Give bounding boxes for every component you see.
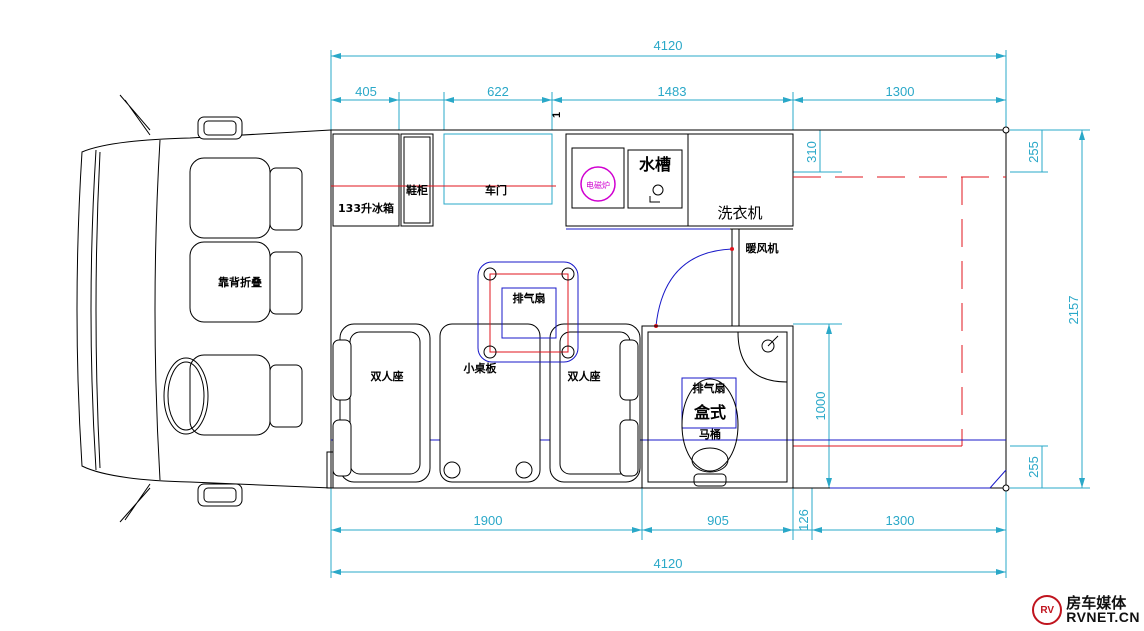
car-door-label: 车门 [485, 183, 507, 197]
brand-watermark: RV 房车媒体 RVNET.CN [1032, 595, 1140, 625]
fridge-label: 133升冰箱 [338, 201, 394, 215]
washer-label: 洗衣机 [717, 204, 762, 222]
bath-fan [681, 377, 737, 429]
shoe-cabinet-inner [403, 136, 431, 224]
dim-top-seg-4: 1300 [886, 84, 915, 99]
brand-site: RVNET.CN [1066, 609, 1140, 625]
drain-icon [652, 184, 664, 196]
roof-fan-label: 排气扇 [513, 291, 546, 305]
roof-fan [477, 261, 579, 363]
door-mark: 1 [551, 112, 563, 118]
bathroom-door-swing [655, 248, 733, 327]
car-door [443, 133, 553, 205]
double-seat-left [339, 323, 431, 483]
dim-bottom-seg-4: 1300 [886, 513, 915, 528]
dim-total-bottom: 4120 [654, 556, 683, 571]
dim-bottom-seg-2: 905 [707, 513, 729, 528]
dinette [332, 323, 641, 483]
heater-label: 暖风机 [746, 241, 779, 255]
seat-fold-label: 靠背折叠 [218, 275, 262, 289]
blue-outline [830, 469, 1007, 489]
dim-right-total: 2157 [1066, 296, 1081, 325]
dim-right-top: 255 [1026, 141, 1041, 163]
dim-top-seg-2: 622 [487, 84, 509, 99]
dim-counter-depth: 310 [804, 141, 819, 163]
dim-total-top: 4120 [654, 38, 683, 53]
toilet [681, 378, 739, 472]
dim-bottom-seg-1: 1900 [474, 513, 503, 528]
double-seat-left-label: 双人座 [371, 369, 404, 383]
toilet-label-2: 马桶 [699, 427, 721, 441]
rv-logo-icon: RV [1032, 595, 1063, 625]
faucet-icon [649, 196, 660, 203]
double-seat-right-label: 双人座 [568, 369, 601, 383]
dimension-lines [330, 50, 1090, 578]
dim-bathroom-length: 1000 [813, 392, 828, 421]
stove-icon [580, 166, 616, 202]
brand-name: 房车媒体 [1066, 594, 1127, 612]
toilet-label-1: 盒式 [694, 403, 726, 422]
stove-label: 电磁炉 [586, 180, 610, 190]
vehicle-cab [76, 94, 334, 523]
table-label: 小桌板 [463, 361, 498, 375]
sink-label: 水槽 [639, 155, 671, 174]
double-seat-right [549, 323, 641, 483]
fridge [332, 133, 400, 227]
shoe-cabinet-label: 鞋柜 [406, 183, 428, 197]
dim-top-seg-1: 405 [355, 84, 377, 99]
dim-right-bottom: 255 [1026, 456, 1041, 478]
dim-top-seg-3: 1483 [658, 84, 687, 99]
dim-bottom-seg-3: 126 [796, 509, 811, 531]
door-stop [730, 247, 734, 251]
bathroom [641, 325, 794, 489]
shoe-cabinet [400, 133, 434, 227]
bath-fan-label: 排气扇 [693, 381, 726, 395]
